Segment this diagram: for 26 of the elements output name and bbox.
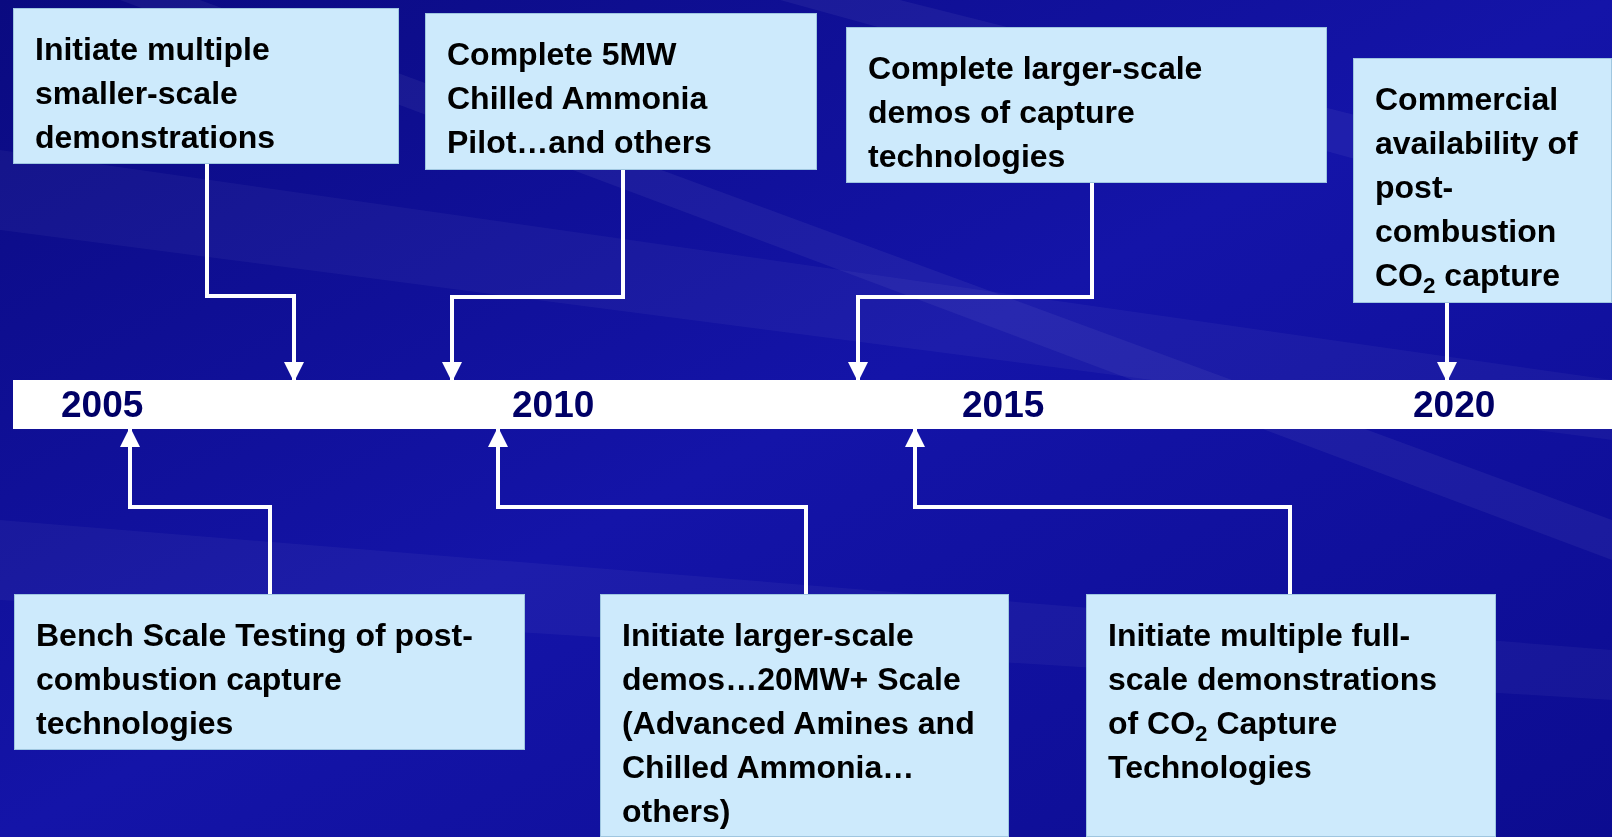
year-label: 2020 [1413, 383, 1496, 427]
milestone-box [600, 594, 1009, 837]
year-label: 2005 [61, 383, 144, 427]
milestone-box [13, 8, 399, 164]
arrow [120, 427, 272, 594]
arrow [442, 170, 625, 382]
milestone-box [14, 594, 525, 750]
milestone-box [1353, 58, 1612, 303]
milestone-box [425, 13, 817, 170]
milestone-text: Initiate multiple full-scale demonstrations of CO$_{2}$ Capture Technologies [1108, 616, 1438, 787]
arrow [905, 427, 1292, 594]
year-label: 2010 [512, 383, 595, 427]
arrow [205, 164, 304, 382]
milestone-text: Bench Scale Testing of post-combustion capture technologies [36, 616, 474, 743]
arrow [848, 183, 1094, 382]
milestone-text: Initiate multiple smaller-scale demonstrations [35, 30, 277, 157]
arrow [488, 427, 808, 594]
milestone-text: Initiate larger-scale demos…20MW+ Scale (Advanced Amines and Chilled Ammonia…others) [622, 616, 976, 831]
milestone-text: Complete larger-scale demos of capture technologies [868, 49, 1204, 176]
arrow [1437, 303, 1457, 382]
milestone-text: Commercial availability of post-combustion CO$_{2}$ capture [1375, 80, 1579, 297]
year-label: 2015 [962, 383, 1045, 427]
timeline-bar [13, 380, 1612, 429]
milestone-box [846, 27, 1327, 183]
milestone-text: Complete 5MW Chilled Ammonia Pilot…and others [447, 35, 713, 162]
milestone-box [1086, 594, 1496, 837]
